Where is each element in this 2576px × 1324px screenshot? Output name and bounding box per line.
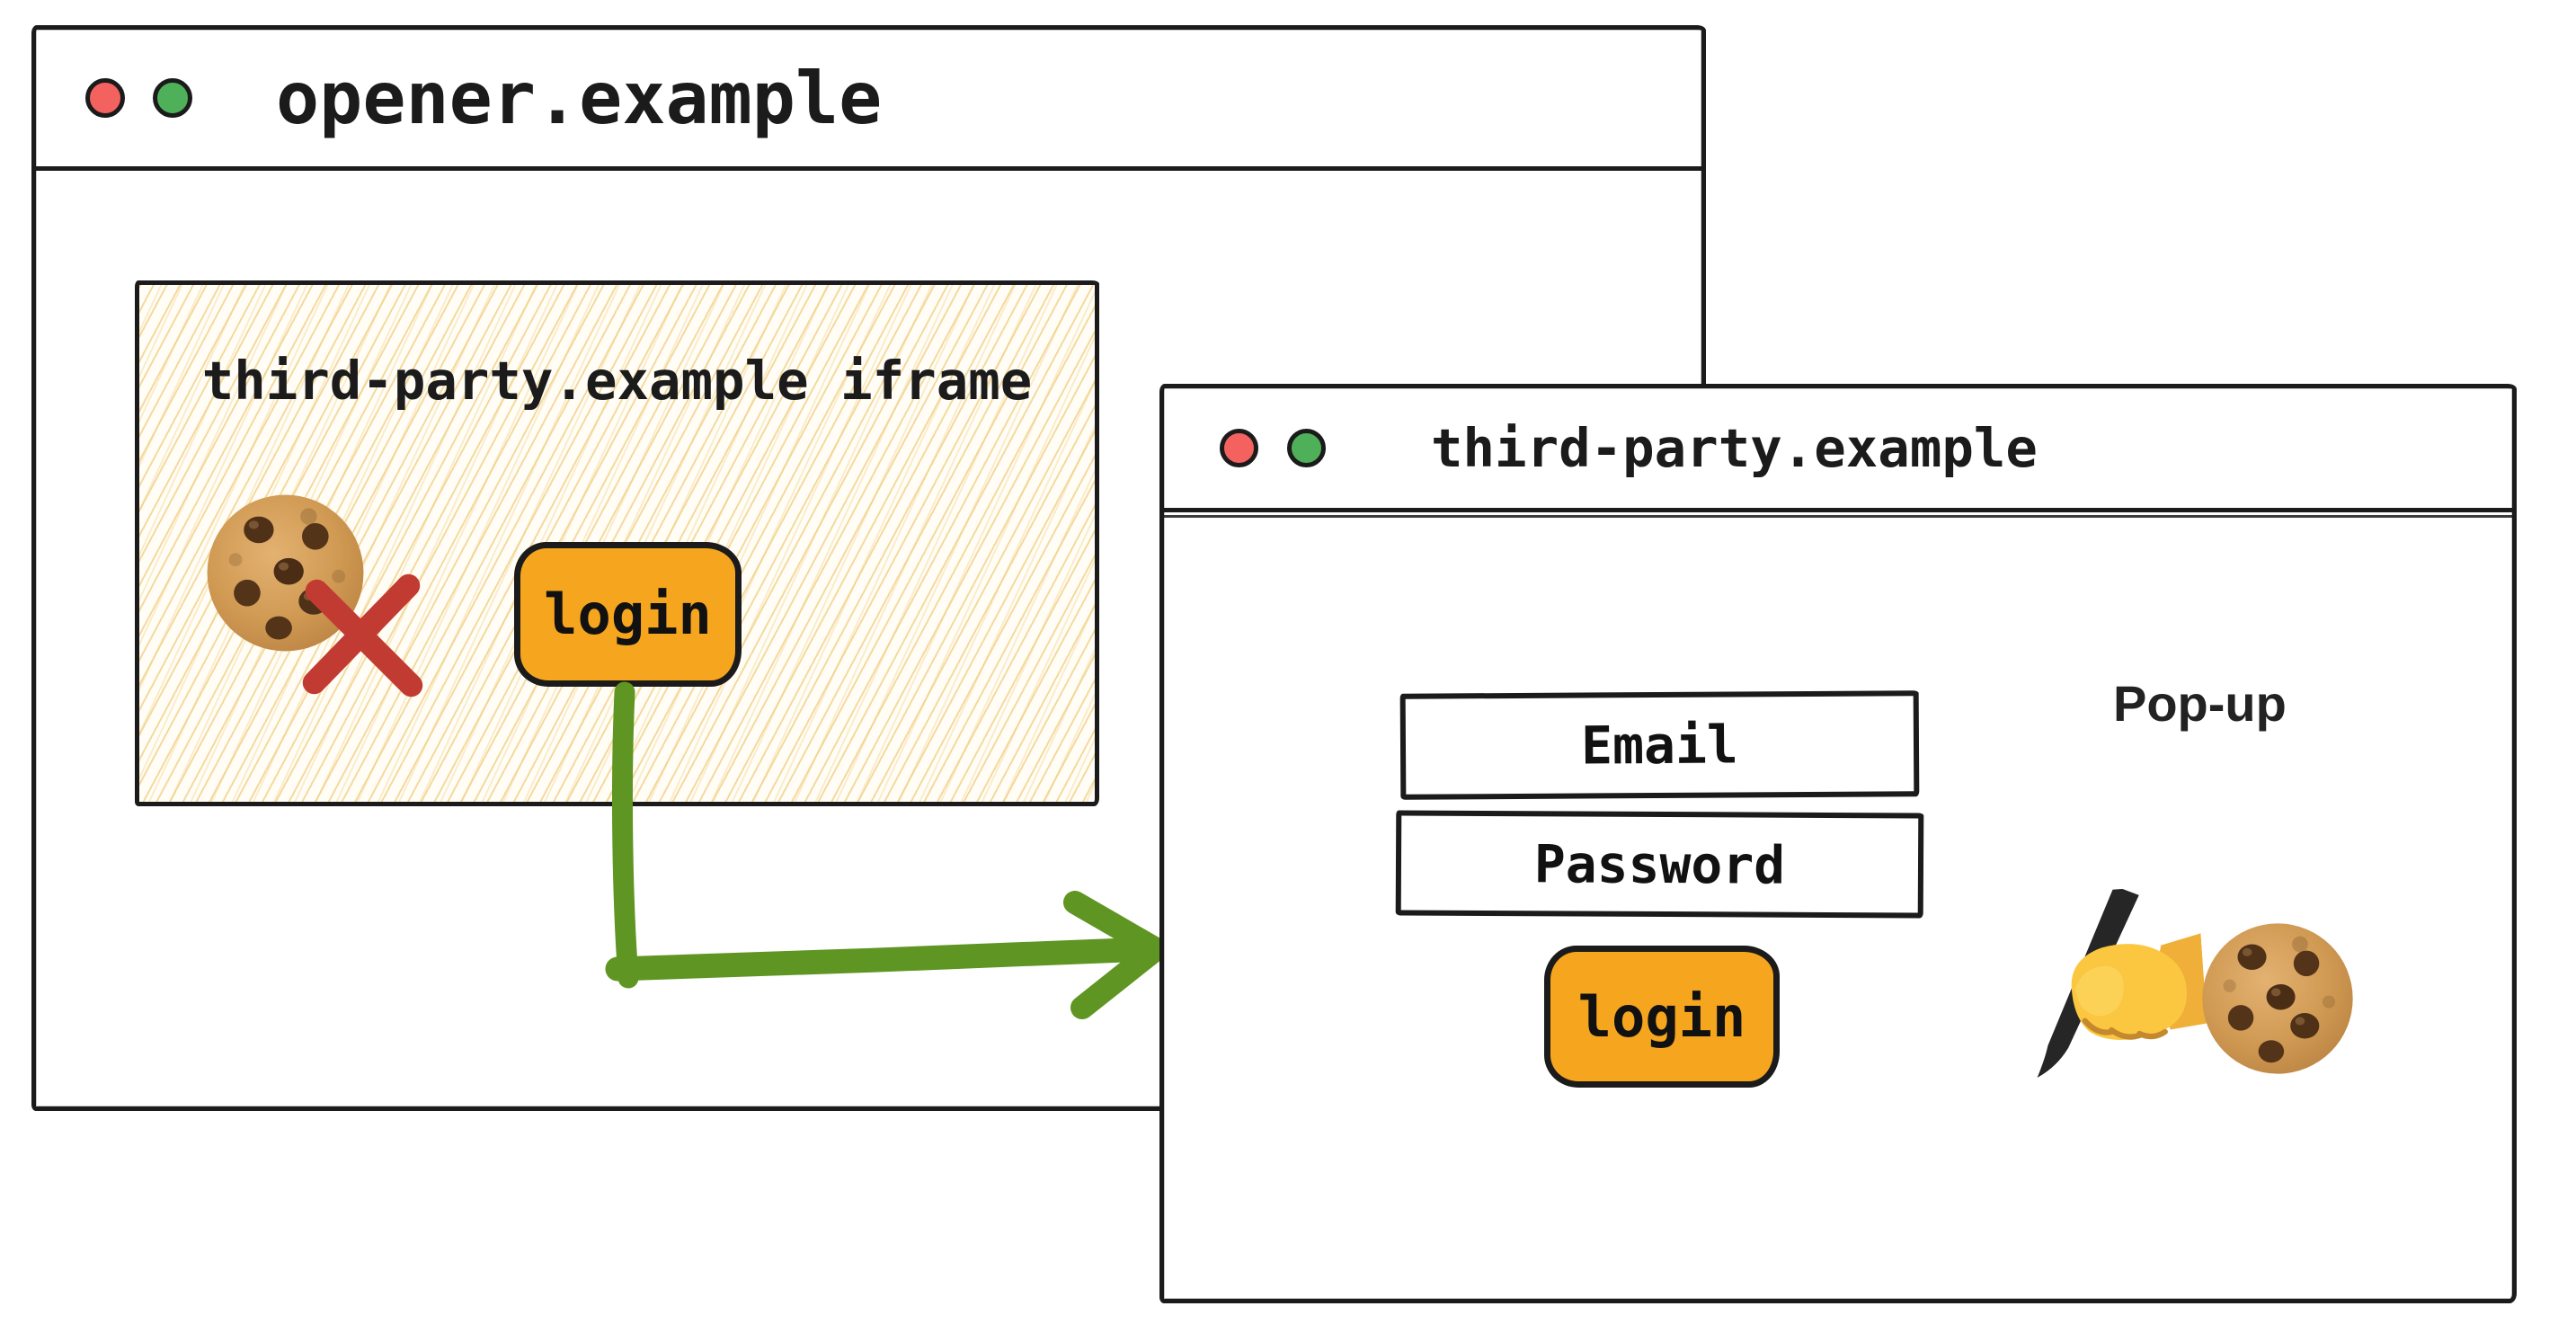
iframe-login-button[interactable]: login [514, 542, 742, 687]
opener-titlebar: opener.example [36, 30, 1701, 171]
writing-hand-icon [2013, 884, 2210, 1080]
popup-label: Pop-up [2113, 675, 2287, 732]
email-field-label: Email [1580, 714, 1739, 777]
traffic-light-red[interactable] [1220, 429, 1258, 467]
popup-window-title: third-party.example [1431, 417, 2038, 479]
email-field[interactable]: Email [1399, 690, 1920, 800]
popup-titlebar: third-party.example [1164, 388, 2512, 518]
traffic-light-green[interactable] [1287, 429, 1326, 467]
traffic-light-green[interactable] [153, 78, 192, 118]
iframe-login-label: login [544, 582, 712, 647]
popup-login-label: login [1577, 983, 1746, 1050]
traffic-light-red[interactable] [85, 78, 125, 118]
popup-login-button[interactable]: login [1544, 946, 1780, 1088]
blocked-cross-icon [297, 568, 431, 703]
password-field-label: Password [1533, 832, 1786, 896]
popup-window: third-party.example Pop-up Email Passwor… [1159, 384, 2517, 1303]
third-party-iframe: third-party.example iframe [135, 280, 1099, 806]
password-field[interactable]: Password [1395, 810, 1924, 919]
opener-window-title: opener.example [276, 56, 883, 140]
iframe-title: third-party.example iframe [201, 350, 1033, 412]
cookie-icon [2198, 919, 2358, 1079]
